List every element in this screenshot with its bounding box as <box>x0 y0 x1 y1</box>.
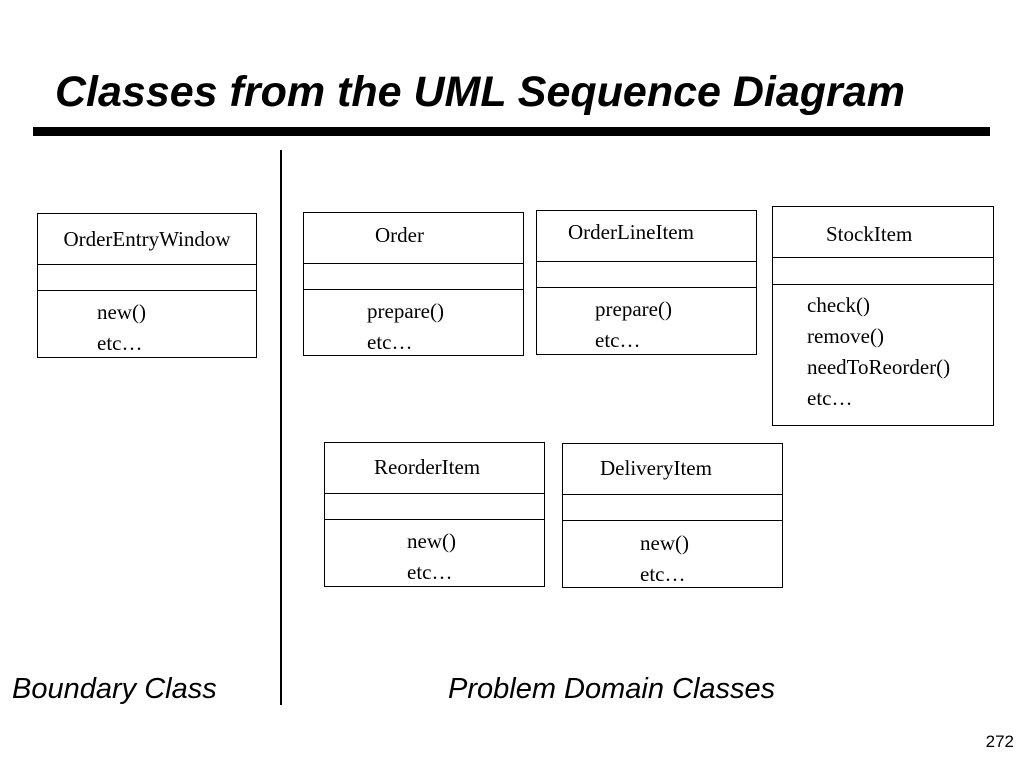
class-operation: prepare() <box>595 297 672 321</box>
class-attributes <box>38 265 256 291</box>
boundary-divider <box>280 150 282 705</box>
class-attributes <box>563 495 782 521</box>
class-operation: etc… <box>407 560 453 584</box>
class-box-reorder-item: ReorderItem new() etc… <box>324 442 545 587</box>
class-operation: etc… <box>595 328 641 352</box>
problem-domain-classes-label: Problem Domain Classes <box>448 673 776 705</box>
class-box-stock-item: StockItem check() remove() needToReorder… <box>772 206 994 426</box>
class-operation: etc… <box>97 331 143 355</box>
class-operation: remove() <box>807 324 884 348</box>
class-operation: needToReorder() <box>807 355 951 379</box>
class-attributes <box>537 262 756 288</box>
class-operation: check() <box>807 293 870 317</box>
slide-title: Classes from the UML Sequence Diagram <box>55 68 905 116</box>
class-operation: etc… <box>367 330 413 354</box>
class-box-delivery-item: DeliveryItem new() etc… <box>562 443 783 588</box>
class-operation: prepare() <box>367 299 444 323</box>
class-operations: new() etc… <box>563 521 782 590</box>
class-operation: etc… <box>640 562 686 586</box>
class-box-order: Order prepare() etc… <box>303 212 524 356</box>
boundary-class-label: Boundary Class <box>12 673 217 705</box>
class-attributes <box>773 258 993 285</box>
class-name: Order <box>304 213 523 264</box>
class-operation: new() <box>97 300 146 324</box>
class-operations: new() etc… <box>38 291 256 359</box>
class-operation: new() <box>407 529 456 553</box>
class-operations: new() etc… <box>325 520 544 588</box>
class-name: ReorderItem <box>325 443 544 494</box>
class-name: OrderLineItem <box>537 211 756 262</box>
page-number: 272 <box>985 732 1014 751</box>
class-attributes <box>304 264 523 290</box>
title-rule <box>33 127 990 136</box>
class-operations: check() remove() needToReorder() etc… <box>773 285 993 414</box>
class-box-order-entry-window: OrderEntryWindow new() etc… <box>37 213 257 358</box>
class-operations: prepare() etc… <box>304 290 523 358</box>
class-box-order-line-item: OrderLineItem prepare() etc… <box>536 210 757 355</box>
class-operations: prepare() etc… <box>537 288 756 356</box>
class-operation: new() <box>640 531 689 555</box>
class-attributes <box>325 494 544 520</box>
class-name: OrderEntryWindow <box>38 214 256 265</box>
class-operation: etc… <box>807 386 853 410</box>
class-name: DeliveryItem <box>563 444 782 495</box>
class-name: StockItem <box>773 207 993 258</box>
